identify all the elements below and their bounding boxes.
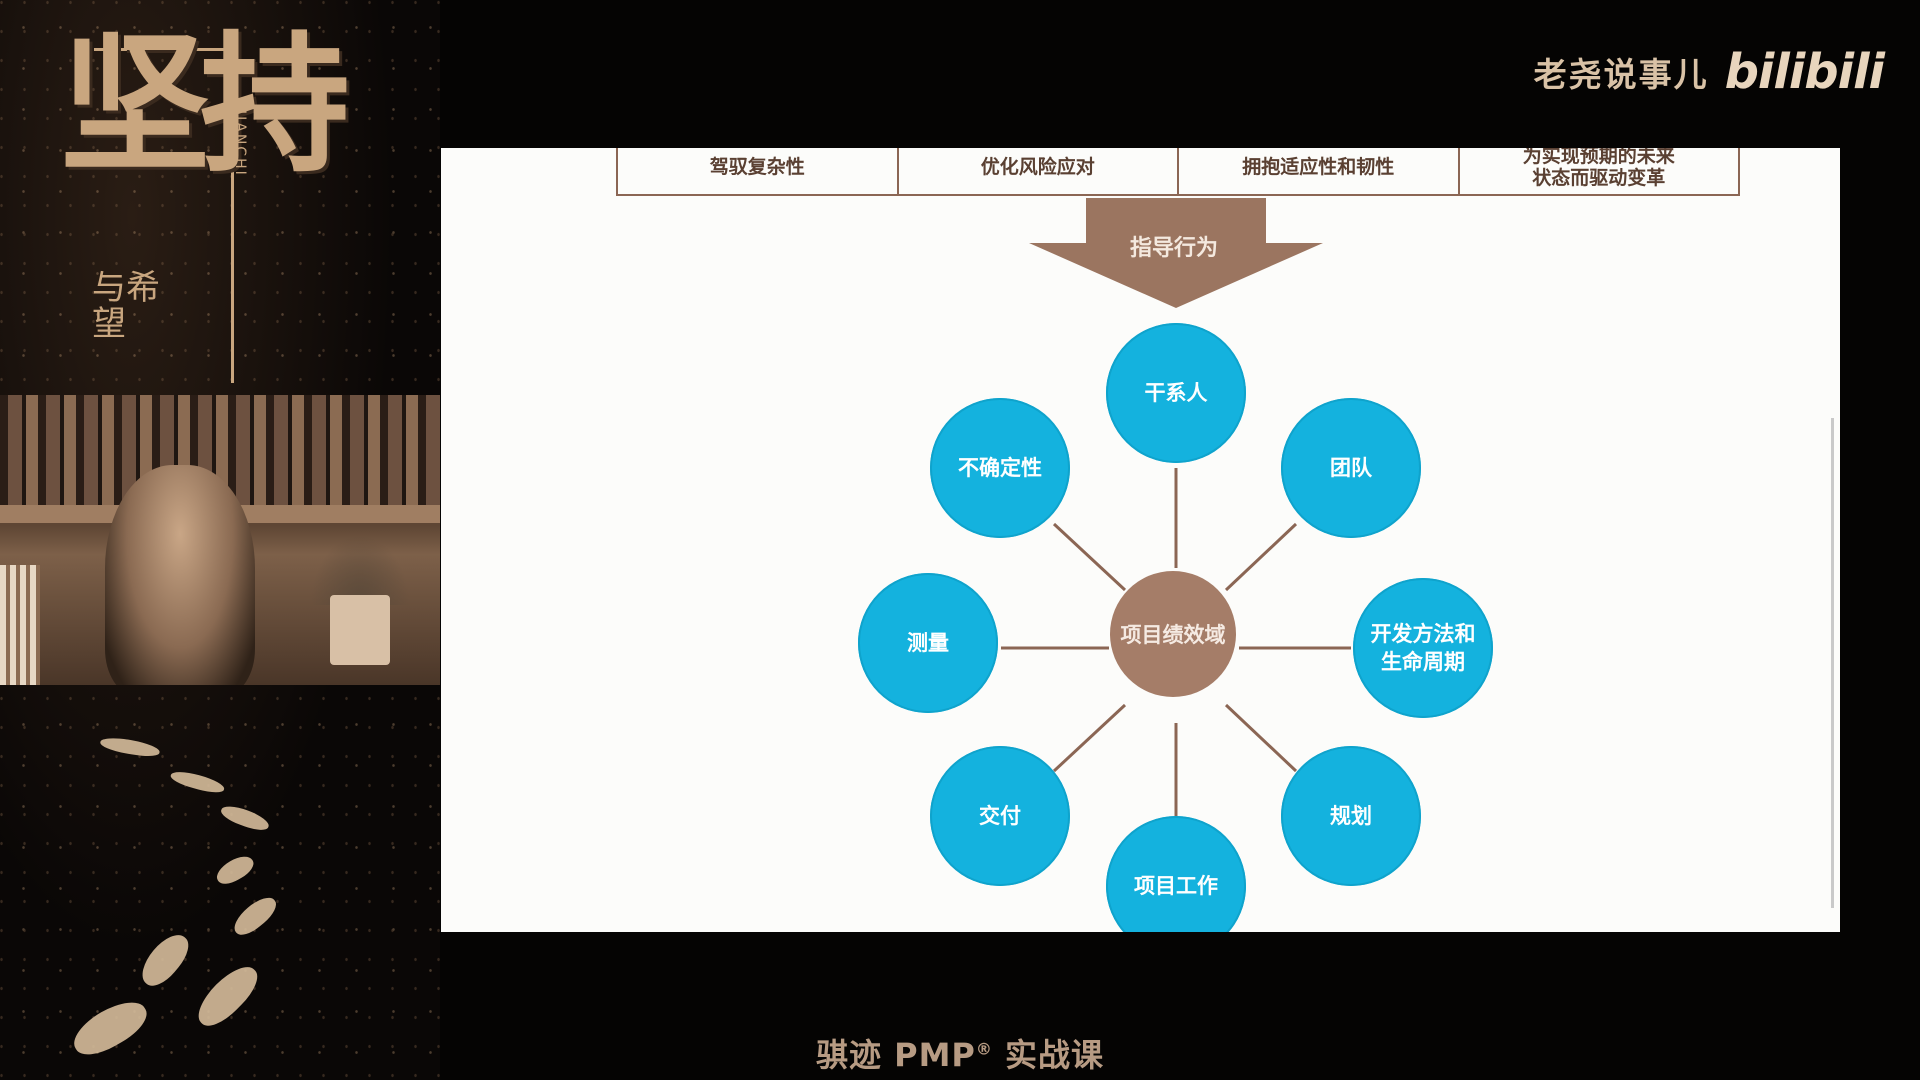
channel-branding: 老尧说事儿 bilibili [1533, 42, 1885, 102]
webcam-video [0, 395, 440, 685]
book-stack [0, 565, 40, 685]
principle-label: 驾驭复杂性 [709, 156, 805, 178]
principle-label: 拥抱适应性和韧性 [1242, 156, 1395, 178]
node-project-work: 项目工作 [1106, 816, 1246, 932]
node-uncertainty: 不确定性 [930, 398, 1070, 538]
slide: 驾驭复杂性 优化风险应对 拥抱适应性和韧性 为实现预期的未来 状态而驱动变革 指… [441, 148, 1840, 932]
course-caption: 骐迹 PMP® 实战课 [0, 1030, 1920, 1076]
footprint [169, 768, 226, 796]
channel-name: 老尧说事儿 [1533, 55, 1709, 94]
connector-line [1224, 703, 1298, 773]
principle-cell: 优化风险应对 [899, 148, 1179, 194]
center-node: 项目绩效域 [1110, 571, 1236, 697]
principle-label: 为实现预期的未来 [1522, 148, 1675, 167]
node-dev-approach: 开发方法和生命周期 [1353, 578, 1493, 718]
diagram-graphics [1001, 198, 1351, 816]
poster-subtitle: 与希望 [92, 268, 160, 344]
node-label: 测量 [907, 631, 949, 655]
presenter [105, 465, 255, 685]
footprint [99, 734, 161, 760]
arrow-label: 指导行为 [1129, 236, 1218, 261]
plant-pot [330, 595, 390, 665]
plant [310, 535, 410, 605]
poster-panel: 坚持 JIANCHI 与希望 [0, 0, 440, 1080]
slide-scrollbar[interactable] [1831, 418, 1834, 908]
poster-frame [94, 48, 234, 383]
principle-label: 优化风险应对 [980, 156, 1095, 178]
node-label: 开发方法和 [1370, 622, 1476, 646]
bilibili-logo: bilibili [1724, 44, 1885, 100]
footprint [218, 801, 272, 835]
node-team: 团队 [1281, 398, 1421, 538]
caption-text: 骐迹 PMP [815, 1036, 976, 1074]
footprint [212, 851, 258, 889]
principle-cell: 驾驭复杂性 [618, 148, 899, 194]
connector-line [1224, 522, 1298, 592]
node-measurement: 测量 [858, 573, 998, 713]
connector-line [1052, 522, 1127, 592]
principle-cell: 拥抱适应性和韧性 [1179, 148, 1460, 194]
node-label: 团队 [1330, 456, 1372, 480]
node-delivery: 交付 [930, 746, 1070, 886]
node-planning: 规划 [1281, 746, 1421, 886]
node-label: 规划 [1330, 804, 1372, 828]
footprint [134, 927, 196, 993]
principle-label: 状态而驱动变革 [1532, 167, 1666, 189]
connector-line [1052, 703, 1127, 773]
node-label: 干系人 [1144, 381, 1208, 405]
footprint [228, 891, 282, 941]
principles-row: 驾驭复杂性 优化风险应对 拥抱适应性和韧性 为实现预期的未来 状态而驱动变革 [616, 148, 1740, 196]
poster-title: 坚持 [60, 17, 350, 193]
node-label: 项目工作 [1134, 874, 1218, 898]
node-label: 生命周期 [1381, 650, 1465, 674]
poster-title-pinyin: JIANCHI [232, 110, 248, 177]
principle-cell: 为实现预期的未来 状态而驱动变革 [1460, 148, 1739, 194]
footprints-graphic [50, 720, 370, 1064]
registered-mark: ® [975, 1039, 993, 1059]
node-label: 交付 [979, 804, 1021, 828]
caption-suffix: 实战课 [992, 1036, 1105, 1074]
node-label: 不确定性 [958, 456, 1042, 480]
node-stakeholders: 干系人 [1106, 323, 1246, 463]
footprint [189, 958, 266, 1034]
